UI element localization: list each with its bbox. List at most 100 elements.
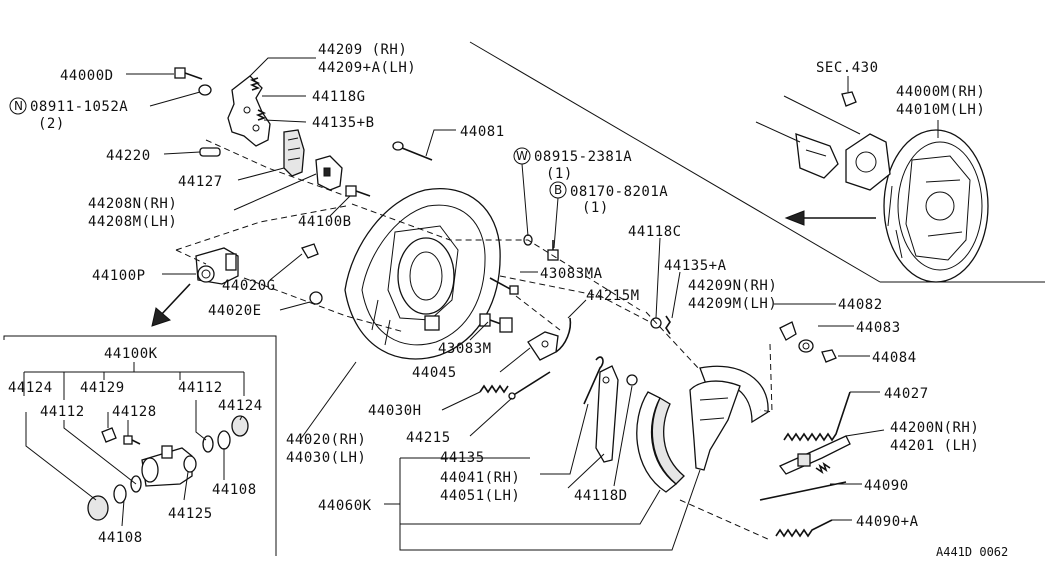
inset-piston-left — [113, 484, 127, 504]
cable-44215m — [555, 317, 572, 353]
nut-44084 — [821, 349, 837, 363]
bolt-08170 — [547, 240, 559, 261]
label-44081: 44081 — [460, 124, 505, 140]
label-44209m: 44209M(LH) — [688, 296, 777, 312]
label-44128: 44128 — [112, 404, 157, 420]
label-44051: 44051(LH) — [440, 488, 520, 504]
label-44200n: 44200N(RH) — [890, 420, 979, 436]
svg-text:N: N — [14, 99, 23, 113]
clip-44135 — [583, 356, 604, 405]
axle-line — [755, 121, 801, 143]
label-44135a: 44135+A — [664, 258, 727, 274]
label-44030h: 44030H — [368, 403, 422, 419]
label-44215m: 44215M — [586, 288, 640, 304]
inset-frame — [3, 335, 277, 556]
brake-shoe-front — [636, 391, 685, 493]
label-44000m: 44000M(RH) — [896, 84, 985, 100]
leader-44060k — [400, 489, 661, 525]
label-44084: 44084 — [872, 350, 917, 366]
nut-08911 — [198, 84, 212, 96]
divider-line — [469, 41, 881, 283]
inset-dust-boot-left — [87, 495, 109, 521]
boot-44127 — [283, 129, 305, 177]
axle-line — [783, 95, 861, 135]
label-44100p: 44100P — [92, 268, 146, 284]
parking-lever-bracket — [227, 75, 271, 147]
label-08911: 08911-1052A — [30, 99, 128, 115]
inset-bleeder — [123, 435, 141, 445]
label-44027: 44027 — [884, 386, 929, 402]
label-44118c: 44118C — [628, 224, 682, 240]
label-44090a: 44090+A — [856, 514, 919, 530]
label-44135: 44135 — [440, 450, 485, 466]
label-44209-lh: 44209+A(LH) — [318, 60, 416, 76]
label-44083: 44083 — [856, 320, 901, 336]
dashed-guides — [175, 139, 773, 541]
diagram-code: A441D 0062 — [936, 545, 1008, 559]
direction-arrow — [784, 210, 876, 226]
wheel-cylinder-44100p — [195, 247, 239, 285]
inset-cap — [101, 427, 117, 443]
label-44020g: 44020G — [222, 278, 276, 294]
bleeder-44100b — [345, 185, 371, 197]
label-44208n: 44208N(RH) — [88, 196, 177, 212]
label-44124-left: 44124 — [8, 380, 53, 396]
label-44108-right: 44108 — [212, 482, 257, 498]
inset-wheel-cylinder — [141, 445, 193, 487]
adjuster-44200n — [778, 435, 851, 475]
label-08170-qty: (1) — [582, 200, 609, 216]
inset-spring-right — [183, 455, 197, 473]
strut-44041 — [595, 365, 619, 463]
marker-w: W — [513, 147, 531, 165]
inset-piston-right — [217, 430, 231, 450]
inset-arrow — [151, 283, 191, 327]
pin-44220 — [199, 147, 221, 157]
label-44020: 44020(RH) — [286, 432, 366, 448]
brake-shoe-rear — [689, 365, 769, 471]
label-44090: 44090 — [864, 478, 909, 494]
label-43083ma: 43083MA — [540, 266, 603, 282]
inset-dust-boot-right — [231, 415, 249, 437]
label-44209n: 44209N(RH) — [688, 278, 777, 294]
spring-44083 — [798, 339, 814, 353]
pin-44081 — [392, 141, 433, 161]
label-44030: 44030(LH) — [286, 450, 366, 466]
adjuster-43083m — [479, 313, 513, 333]
clip-44082 — [779, 321, 797, 341]
spring-44090a — [775, 519, 833, 538]
nut-sec430 — [841, 91, 857, 107]
label-44045: 44045 — [412, 365, 457, 381]
label-44020e: 44020E — [208, 303, 262, 319]
marker-b: B — [549, 181, 567, 199]
bolt-43083ma — [489, 277, 519, 295]
inset-leaders — [23, 362, 245, 527]
label-44220: 44220 — [106, 148, 151, 164]
label-44112-left: 44112 — [40, 404, 85, 420]
cover-44208 — [315, 155, 343, 191]
washer-44118d — [626, 374, 638, 386]
label-44209-rh: 44209 (RH) — [318, 42, 407, 58]
label-08915: 08915-2381A — [534, 149, 632, 165]
lever-44045 — [527, 331, 559, 361]
label-44135b: 44135+B — [312, 115, 375, 131]
axle-bracket — [795, 133, 839, 179]
plug-44020e — [309, 291, 323, 305]
label-44124-right: 44124 — [218, 398, 263, 414]
axle-flange — [845, 133, 891, 191]
label-44060k: 44060K — [318, 498, 372, 514]
label-43083m: 43083M — [438, 341, 492, 357]
spring-44090 — [759, 462, 847, 501]
spring-44027 — [783, 391, 851, 442]
label-44100k: 44100K — [104, 346, 158, 362]
label-44000d: 44000D — [60, 68, 114, 84]
svg-text:B: B — [554, 183, 562, 197]
backing-plate — [344, 188, 501, 360]
marker-n: N — [9, 97, 27, 115]
bolt-44000d — [174, 67, 203, 80]
label-08170: 08170-8201A — [570, 184, 668, 200]
spring-44030h — [479, 384, 509, 394]
label-44112-right: 44112 — [178, 380, 223, 396]
label-44010m: 44010M(LH) — [896, 102, 985, 118]
label-08911-qty: (2) — [38, 116, 65, 132]
